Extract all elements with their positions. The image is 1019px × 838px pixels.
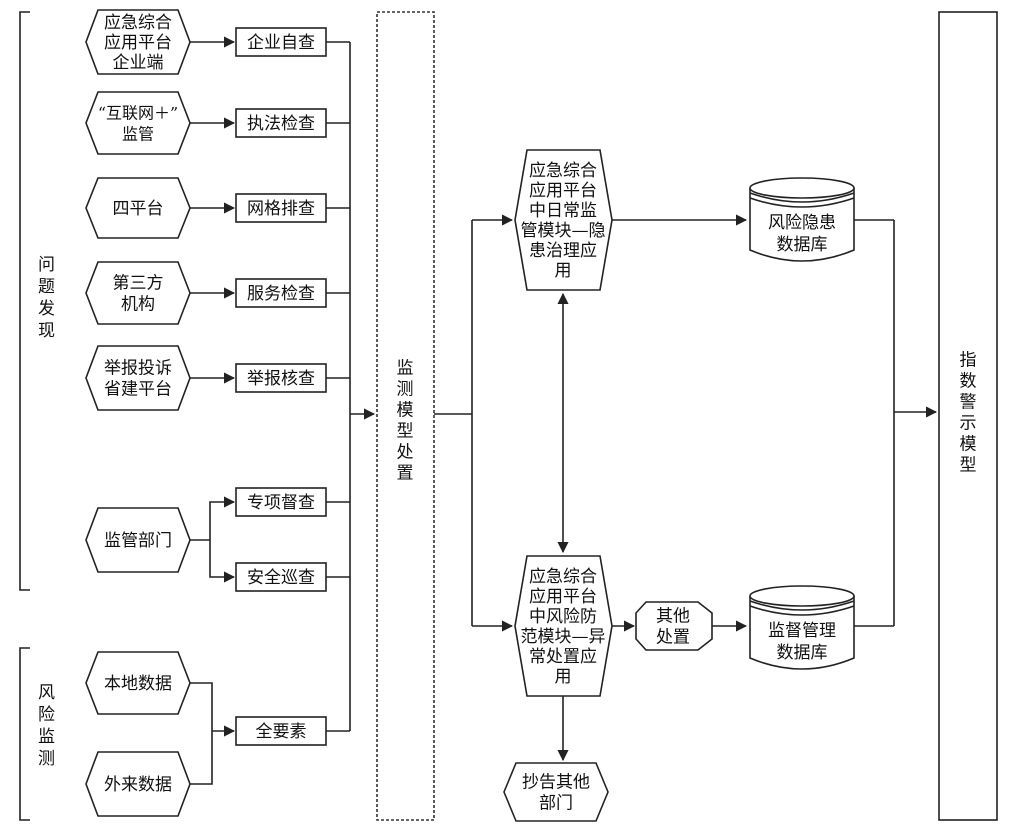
risk-hazard-database-label: 风险隐患数据库 <box>768 213 836 255</box>
action-all-elements-label: 全要素 <box>256 722 307 742</box>
source-external-data: 外来数据 <box>85 751 191 817</box>
monitoring-model-box: 监测模型处置 <box>376 11 435 821</box>
risk-prevention-module-label: 应急综合应用平台中风险防范模块—异常处置应用 <box>521 567 606 687</box>
action-enterprise-self-check: 企业自查 <box>235 27 327 57</box>
action-service-inspection-label: 服务检查 <box>247 284 315 304</box>
source-third-party: 第三方机构 <box>85 261 191 325</box>
source-external-data-label: 外来数据 <box>104 775 172 795</box>
daily-supervision-module: 应急综合应用平台中日常监管模块—隐患治理应用 <box>514 149 613 291</box>
risk-hazard-database: 风险隐患数据库 <box>749 177 855 262</box>
source-local-data: 本地数据 <box>85 651 191 715</box>
source-regulatory-department: 监管部门 <box>85 507 191 573</box>
source-internet-supervision-label: “互联网＋”监管 <box>98 104 178 144</box>
supervision-database: 监督管理数据库 <box>749 585 855 670</box>
action-grid-inspection-label: 网格排查 <box>247 199 315 219</box>
action-enterprise-self-check-label: 企业自查 <box>247 33 315 53</box>
other-handling: 其他处置 <box>635 601 713 651</box>
source-third-party-label: 第三方机构 <box>113 274 164 315</box>
source-action-connectors <box>190 36 236 785</box>
monitoring-model-label: 监测模型处置 <box>397 359 414 484</box>
source-internet-supervision: “互联网＋”监管 <box>85 91 191 155</box>
supervision-database-label: 监督管理数据库 <box>768 621 836 663</box>
source-four-platforms: 四平台 <box>85 177 191 239</box>
action-special-supervision: 专项督查 <box>235 487 327 517</box>
source-four-platforms-label: 四平台 <box>113 199 164 219</box>
databases-to-index-connector <box>854 219 938 627</box>
model-to-modules-connector <box>434 214 514 632</box>
action-all-elements: 全要素 <box>235 716 327 746</box>
action-report-verification-label: 举报核查 <box>247 369 315 389</box>
action-law-enforcement-label: 执法检查 <box>247 114 315 134</box>
risk-monitoring-label: 风 险 监 测 <box>38 683 60 769</box>
action-law-enforcement: 执法检查 <box>235 108 327 138</box>
risk-prevention-module: 应急综合应用平台中风险防范模块—异常处置应用 <box>514 555 613 697</box>
source-regulatory-department-label: 监管部门 <box>104 531 172 551</box>
action-report-verification: 举报核查 <box>235 363 327 393</box>
other-handling-label: 其他处置 <box>656 607 690 648</box>
cc-other-departments: 抄告其他部门 <box>503 762 609 822</box>
source-report-complaint-label: 举报投诉省建平台 <box>104 359 172 400</box>
collector-bus <box>326 41 376 732</box>
source-local-data-label: 本地数据 <box>104 674 172 694</box>
risk-monitoring-bracket: 风 险 监 测 <box>19 647 60 821</box>
action-safety-patrol: 安全巡查 <box>235 562 327 592</box>
problem-discovery-label: 问 题 发 现 <box>38 255 60 341</box>
action-special-supervision-label: 专项督查 <box>247 493 315 513</box>
problem-discovery-bracket: 问 题 发 现 <box>19 11 60 591</box>
source-enterprise-platform: 应急综合应用平台企业端 <box>85 9 191 75</box>
action-grid-inspection: 网格排查 <box>235 193 327 223</box>
action-safety-patrol-label: 安全巡查 <box>247 568 315 588</box>
source-report-complaint: 举报投诉省建平台 <box>85 345 191 411</box>
index-warning-model-label: 指数警示模型 <box>960 351 977 476</box>
index-warning-model-box: 指数警示模型 <box>938 11 998 821</box>
cc-other-departments-label: 抄告其他部门 <box>522 773 590 814</box>
source-enterprise-platform-label: 应急综合应用平台企业端 <box>104 13 172 73</box>
action-service-inspection: 服务检查 <box>235 278 327 308</box>
daily-supervision-module-label: 应急综合应用平台中日常监管模块—隐患治理应用 <box>521 161 606 281</box>
